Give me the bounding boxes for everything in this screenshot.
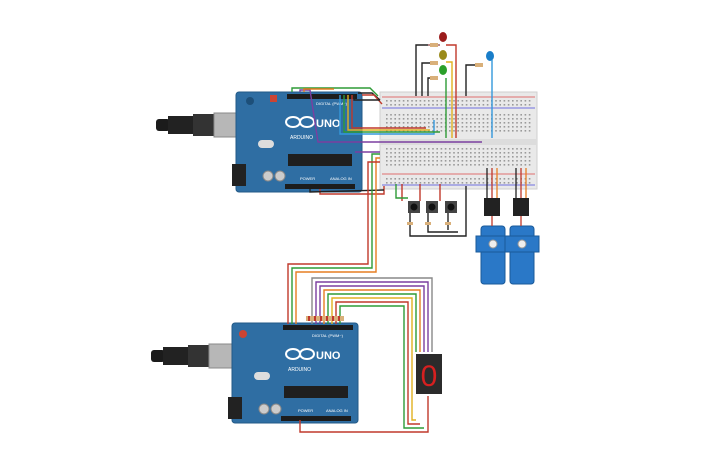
board-brand: UNO xyxy=(316,118,341,130)
servo-wires xyxy=(486,168,527,226)
pushbutton-3[interactable] xyxy=(445,201,457,213)
usb-plug-icon xyxy=(156,119,170,131)
pushbutton-2[interactable] xyxy=(426,201,438,213)
servo-1[interactable] xyxy=(475,198,511,285)
breadboard[interactable] xyxy=(379,91,538,190)
board-power-label: POWER xyxy=(298,408,313,413)
resistor-array xyxy=(306,316,344,321)
serial-link-wires xyxy=(287,153,380,324)
board-power-label: POWER xyxy=(300,176,315,181)
board-digital-label: DIGITAL (PWM~) xyxy=(312,333,344,338)
seven-segment-display: 0 xyxy=(416,354,442,394)
arduino-logo-icon xyxy=(285,116,315,128)
led-yellow[interactable] xyxy=(430,50,447,65)
board-brand: UNO xyxy=(316,350,341,362)
led-green[interactable] xyxy=(430,65,447,80)
seven-segment-digit: 0 xyxy=(421,360,438,393)
led-wires xyxy=(415,44,493,138)
board-digital-label: DIGITAL (PWM~) xyxy=(316,101,348,106)
led-red[interactable] xyxy=(428,32,447,47)
arduino-top[interactable]: UNO ARDUINO DIGITAL (PWM~) POWER ANALOG … xyxy=(156,91,363,193)
servo-2[interactable] xyxy=(504,198,540,285)
board-maker: ARDUINO xyxy=(290,135,313,141)
usb-plug-icon xyxy=(151,350,165,362)
arduino-logo-icon xyxy=(285,348,315,360)
board-analog-label: ANALOG IN xyxy=(330,176,352,181)
pushbutton-1[interactable] xyxy=(408,201,420,213)
board-analog-label: ANALOG IN xyxy=(326,408,348,413)
led-blue[interactable] xyxy=(475,51,494,67)
arduino-bottom[interactable]: UNO ARDUINO DIGITAL (PWM~) POWER ANALOG … xyxy=(151,322,359,424)
button-wires xyxy=(395,184,467,237)
segment-wires xyxy=(299,277,433,433)
top-board-wires xyxy=(291,87,482,195)
board-maker: ARDUINO xyxy=(288,367,311,373)
